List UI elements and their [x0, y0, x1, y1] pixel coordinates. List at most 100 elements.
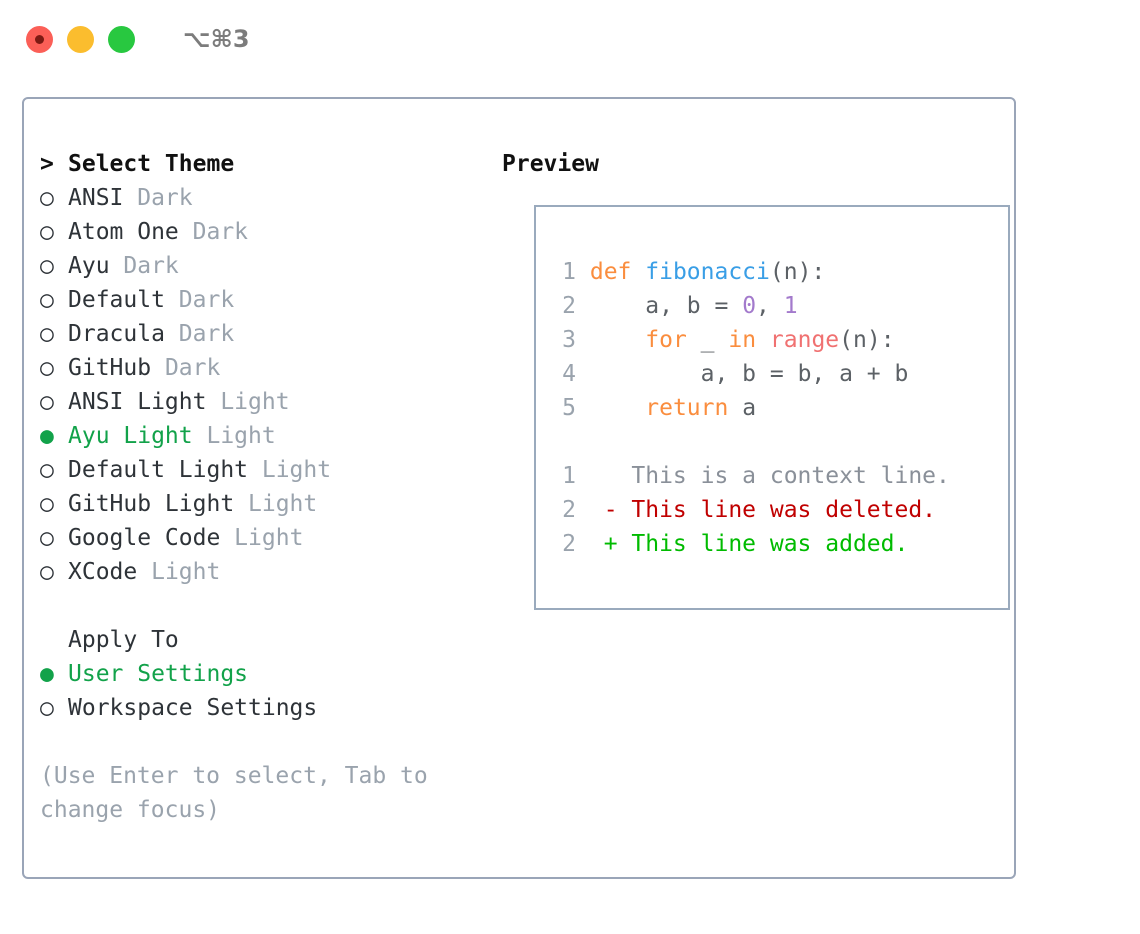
code-line: 1 def fibonacci(n): [552, 255, 950, 289]
theme-list-item[interactable]: ○ ANSI Light Light [40, 385, 480, 419]
heading-caret-icon: > [40, 151, 54, 177]
code-token-punct: (n): [769, 259, 826, 285]
diff-line-number: 2 [562, 531, 576, 557]
theme-name-label: Dracula [68, 321, 165, 347]
code-token-plain: , [756, 293, 784, 319]
theme-name-label: Atom One [68, 219, 179, 245]
preview-column: Preview 1 def fibonacci(n):2 a, b = 0, 1… [502, 147, 1010, 610]
code-token-keyword: in [728, 327, 757, 353]
theme-list-item[interactable]: ○Default Light Light [40, 453, 480, 487]
radio-unselected-icon: ○ [40, 185, 54, 211]
theme-variant-label: Dark [123, 185, 193, 211]
code-token-keyword: return [645, 395, 729, 421]
keyboard-hint: (Use Enter to select, Tab to change focu… [40, 763, 442, 823]
theme-name-label: XCode [68, 559, 138, 585]
title-bar: ⌥⌘3 [0, 0, 1140, 78]
radio-selected-icon: ● [40, 661, 54, 687]
radio-unselected-icon: ○ [40, 287, 54, 313]
code-gutter-space [576, 361, 590, 387]
radio-unselected-icon: ○ [40, 355, 54, 381]
radio-unselected-icon: ○ [40, 389, 54, 415]
code-line-number: 1 [562, 259, 576, 285]
code-token-function: fibonacci [645, 259, 770, 285]
code-gutter-space [576, 259, 590, 285]
apply-to-label: Workspace Settings [68, 695, 318, 721]
theme-list: ○ANSI Dark○Atom One Dark○Ayu Dark○Defaul… [40, 181, 480, 589]
code-line: 3 for _ in range(n): [552, 323, 950, 357]
theme-variant-label: Dark [109, 253, 179, 279]
theme-variant-label: Dark [151, 355, 221, 381]
code-token-keyword: def [589, 259, 646, 285]
apply-to-heading-marker: ○ [40, 623, 68, 657]
code-line: 4 a, b = b, a + b [552, 357, 950, 391]
code-gutter-space [576, 327, 590, 353]
apply-to-item[interactable]: ● User Settings [40, 657, 480, 691]
close-window-button[interactable] [26, 25, 53, 53]
theme-list-item[interactable]: ○ Atom One Dark [40, 215, 480, 249]
apply-to-heading-label: Apply To [68, 627, 179, 653]
main-panel: >Select Theme ○ANSI Dark○Atom One Dark○A… [22, 97, 1016, 879]
code-line-number: 4 [562, 361, 576, 387]
theme-list-item[interactable]: ○ GitHub Light Light [40, 487, 480, 521]
apply-to-list: ● User Settings ○ Workspace Settings [40, 657, 480, 725]
theme-variant-label: Light [137, 559, 221, 585]
theme-list-item[interactable]: ○ GitHub Dark [40, 351, 480, 385]
theme-list-item[interactable]: ●Ayu Light Light [40, 419, 480, 453]
theme-name-label: ANSI Light [68, 389, 207, 415]
section-spacer [40, 589, 480, 623]
radio-unselected-icon: ○ [40, 219, 54, 245]
theme-name-label: GitHub Light [68, 491, 235, 517]
code-token-builtin: range [769, 327, 840, 353]
theme-variant-label: Light [192, 423, 276, 449]
code-token-plain [590, 395, 645, 421]
zoom-window-button[interactable] [108, 25, 135, 53]
radio-unselected-icon: ○ [40, 253, 54, 279]
radio-unselected-icon: ○ [40, 491, 54, 517]
diff-line-text: - This line was deleted. [576, 497, 937, 523]
diff-line-number: 1 [562, 463, 576, 489]
apply-to-label: User Settings [68, 661, 249, 687]
radio-unselected-icon: ○ [40, 695, 54, 721]
window-title: ⌥⌘3 [183, 25, 250, 53]
preview-spacer [552, 425, 950, 459]
diff-line: 2 - This line was deleted. [552, 493, 950, 527]
theme-list-item[interactable]: ○Default Dark [40, 283, 480, 317]
code-token-punct: (n): [839, 327, 895, 353]
code-gutter-space [576, 395, 590, 421]
theme-name-label: Ayu [68, 253, 110, 279]
diff-line: 1 This is a context line. [552, 459, 950, 493]
select-theme-heading-label: Select Theme [68, 151, 235, 177]
code-line-number: 3 [562, 327, 576, 353]
code-token-keyword: for [645, 327, 687, 353]
code-token-plain: a, b = [589, 293, 743, 319]
apply-to-item[interactable]: ○ Workspace Settings [40, 691, 480, 725]
theme-list-item[interactable]: ○XCode Light [40, 555, 480, 589]
diff-line: 2 + This line was added. [552, 527, 950, 561]
code-line: 5 return a [552, 391, 950, 425]
theme-name-label: GitHub [68, 355, 152, 381]
theme-variant-label: Light [220, 525, 304, 551]
theme-list-item[interactable]: ○Dracula Dark [40, 317, 480, 351]
code-token-plain: a [728, 395, 757, 421]
theme-list-item[interactable]: ○Google Code Light [40, 521, 480, 555]
theme-variant-label: Dark [164, 321, 235, 347]
code-line: 2 a, b = 0, 1 [552, 289, 950, 323]
theme-variant-label: Light [248, 457, 332, 483]
preview-heading: Preview [502, 151, 599, 177]
theme-variant-label: Light [206, 389, 290, 415]
theme-selector-column: >Select Theme ○ANSI Dark○Atom One Dark○A… [40, 147, 480, 827]
close-icon [35, 34, 44, 44]
diff-line-text: + This line was added. [576, 531, 909, 557]
code-token-number: 1 [783, 293, 798, 319]
radio-unselected-icon: ○ [40, 457, 54, 483]
code-line-number: 2 [562, 293, 576, 319]
theme-list-item[interactable]: ○ Ayu Dark [40, 249, 480, 283]
theme-variant-label: Dark [178, 219, 249, 245]
theme-name-label: Google Code [68, 525, 221, 551]
theme-variant-label: Light [234, 491, 318, 517]
minimize-window-button[interactable] [67, 25, 94, 53]
code-token-plain [756, 327, 770, 353]
theme-list-item[interactable]: ○ANSI Dark [40, 181, 480, 215]
theme-variant-label: Dark [164, 287, 235, 313]
